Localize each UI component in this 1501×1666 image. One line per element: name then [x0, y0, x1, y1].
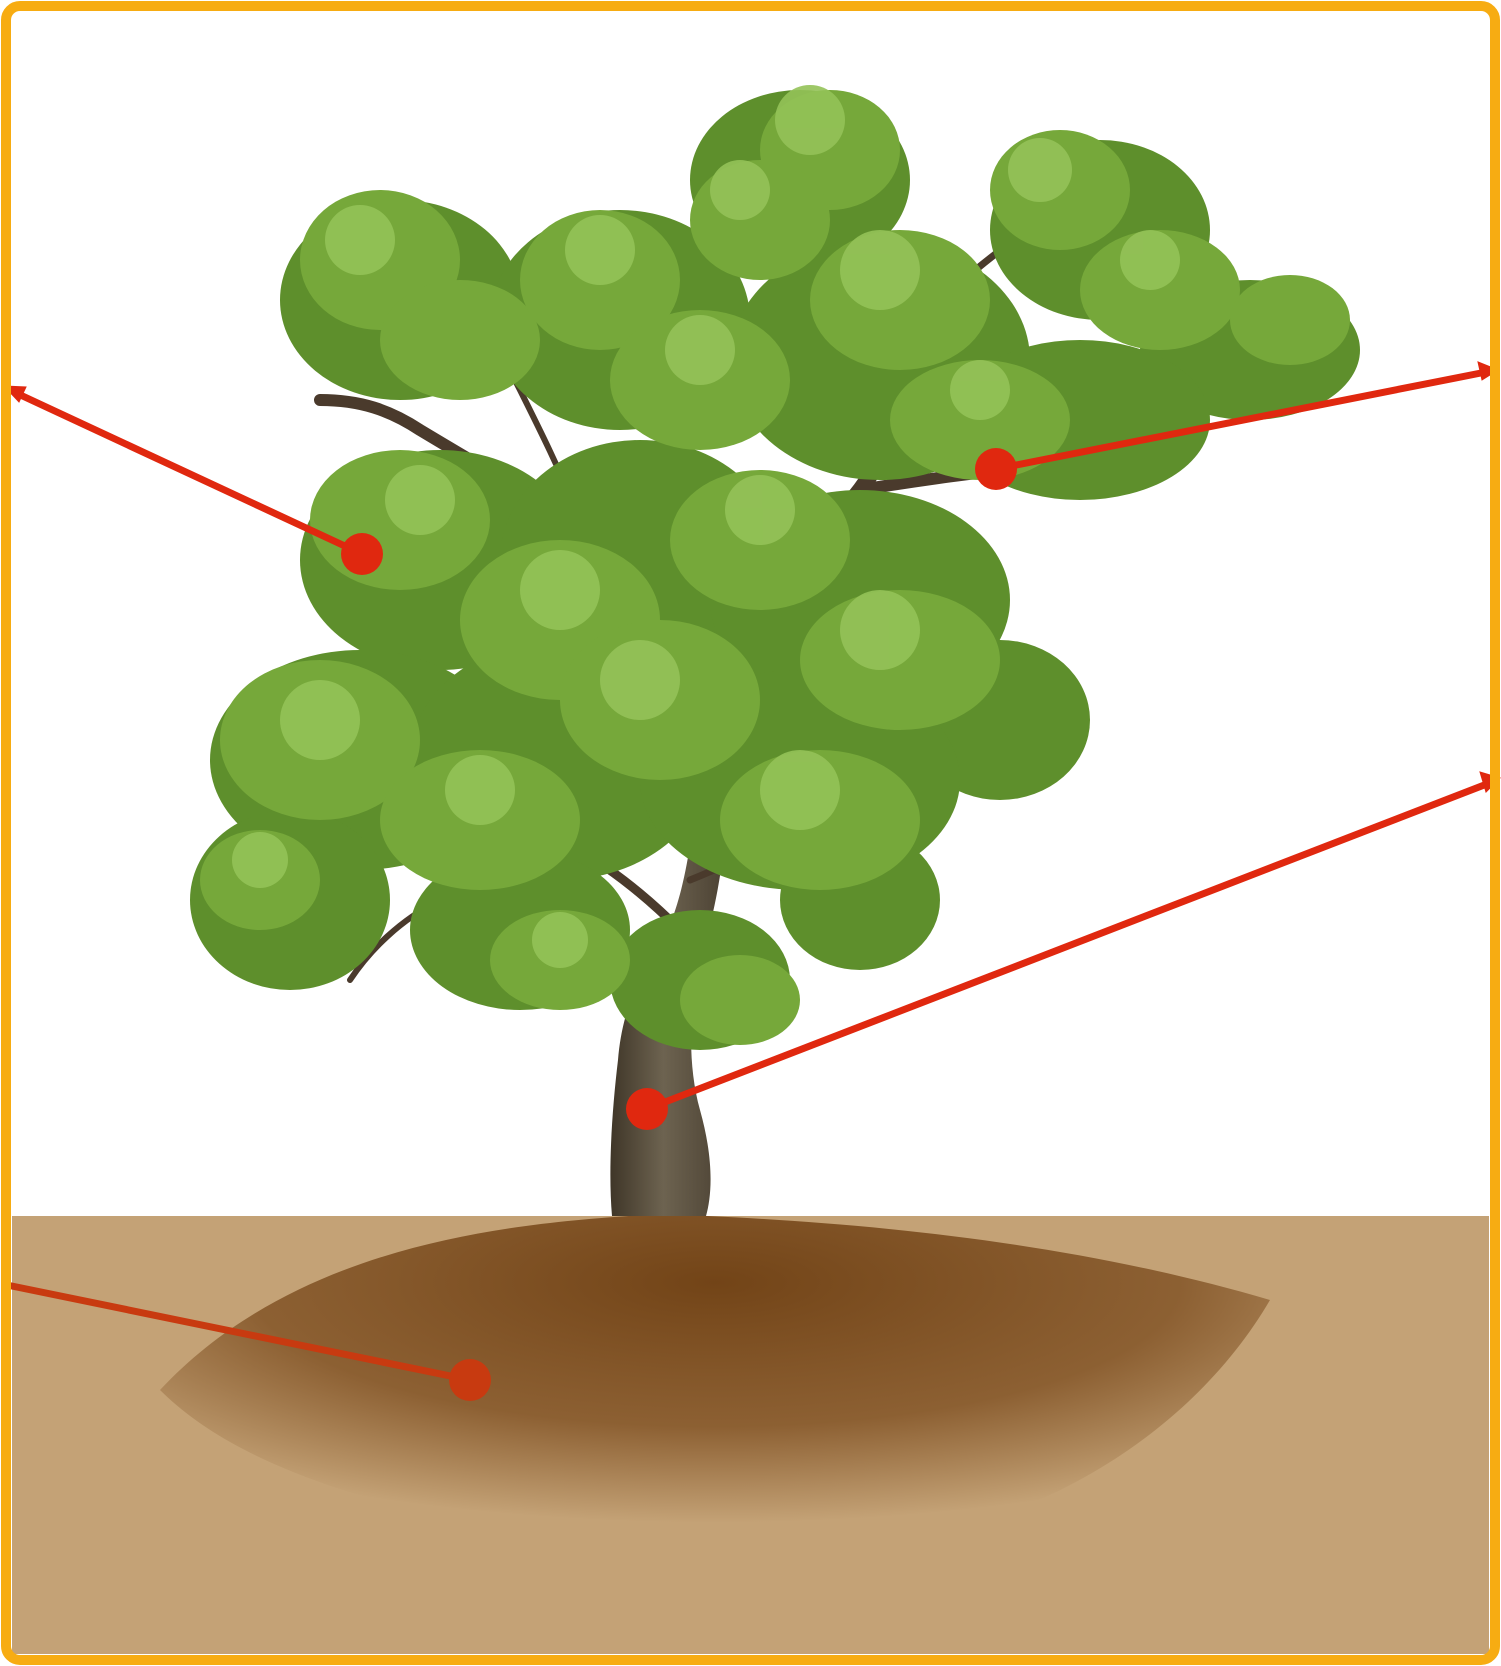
pointer-dot-icon: [626, 1088, 668, 1130]
pointer-dot-icon: [449, 1359, 491, 1401]
pointer-dot-icon: [341, 533, 383, 575]
pointer-dot-icon: [975, 448, 1017, 490]
